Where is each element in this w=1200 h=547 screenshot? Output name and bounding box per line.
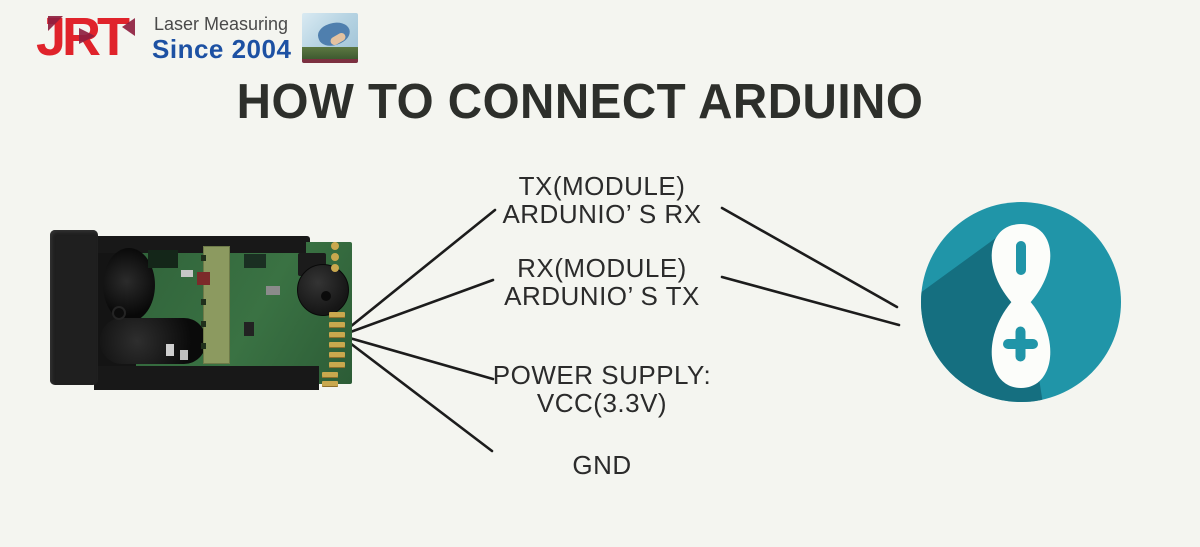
arduino-minus-bar — [1016, 241, 1026, 275]
component-red — [197, 272, 210, 285]
gold-pad — [329, 312, 345, 318]
component-dark — [244, 322, 254, 336]
resistor — [180, 350, 188, 360]
jrt-logo: JRT Laser Measuring Since 2004 — [34, 6, 364, 68]
module-frame-bottom — [94, 366, 319, 390]
gold-pad — [329, 362, 345, 368]
label-line: ARDUNIO’ S RX — [502, 199, 702, 229]
laser-module-photo — [48, 226, 358, 396]
gold-pad — [331, 253, 339, 261]
gold-pad — [331, 264, 339, 272]
ic-chip — [244, 254, 266, 268]
logo-since-text: Since 2004 — [152, 34, 292, 64]
laser-lens-top — [103, 248, 155, 322]
logo-tagline: Laser Measuring — [154, 14, 289, 34]
buzzer — [297, 264, 349, 316]
label-line: GND — [572, 450, 632, 480]
gold-pad — [331, 242, 339, 250]
label-line: VCC(3.3V) — [536, 388, 668, 418]
thumbnail-pcb-strip — [302, 47, 358, 59]
thumbnail-red-strip — [302, 59, 358, 63]
label-tx-module: TX(MODULE) ARDUNIO’ S RX — [462, 172, 742, 228]
arduino-plus-sign — [1003, 326, 1038, 362]
screw-hole — [112, 306, 126, 320]
module-frame-top — [94, 236, 306, 253]
gold-pad — [322, 381, 338, 387]
laser-lens-bottom — [100, 318, 206, 364]
ic-chip — [148, 250, 178, 268]
label-power-supply: POWER SUPPLY: VCC(3.3V) — [462, 361, 742, 417]
vertical-sub-board — [201, 246, 230, 364]
label-line: RX(MODULE) — [517, 253, 687, 283]
resistor — [266, 286, 280, 295]
resistor — [166, 344, 174, 356]
gold-pad — [329, 352, 345, 358]
wire-tx-arduino — [720, 206, 899, 309]
label-rx-module: RX(MODULE) ARDUNIO’ S TX — [462, 254, 742, 310]
arduino-logo-icon — [921, 202, 1121, 402]
gold-pad — [322, 372, 338, 378]
gold-pad — [329, 322, 345, 328]
wire-rx-arduino — [720, 275, 901, 327]
page-title: HOW TO CONNECT ARDUINO — [236, 75, 924, 129]
gold-pad — [329, 332, 345, 338]
module-front-plate — [50, 230, 98, 385]
gold-pad — [329, 342, 345, 348]
label-gnd: GND — [462, 451, 742, 479]
resistor — [181, 270, 193, 277]
factory-photo-thumbnail — [302, 13, 358, 63]
label-line: ARDUNIO’ S TX — [504, 281, 700, 311]
label-line: TX(MODULE) — [518, 171, 686, 201]
label-line: POWER SUPPLY: — [492, 360, 712, 390]
